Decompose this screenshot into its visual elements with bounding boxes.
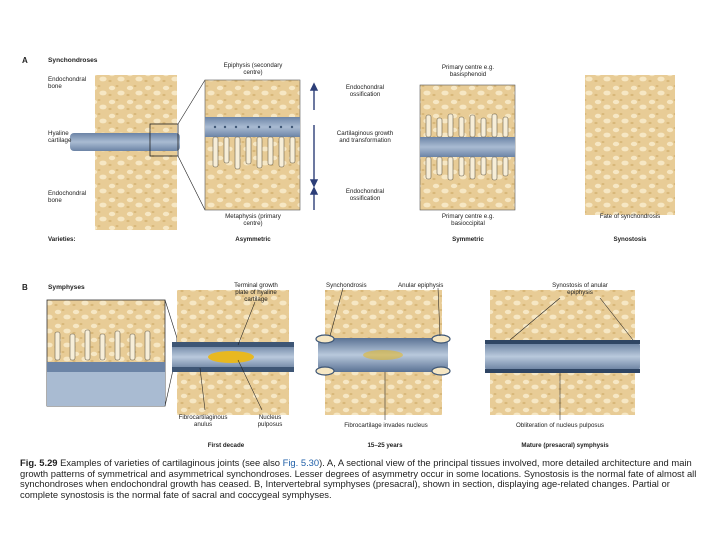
terminal-growth-plate-label: Terminal growth plate of hyaline cartila… [234, 282, 278, 303]
figure-caption: Fig. 5.29 Examples of varieties of carti… [20, 457, 710, 500]
symphyses-heading: Symphyses [48, 284, 85, 291]
hyaline-cartilage-label: Hyaline cartilage [48, 130, 72, 144]
ossification-top-label: Endochondral ossification [345, 84, 385, 98]
caption-text-1: Examples of varieties of cartilaginous j… [57, 457, 283, 468]
epiphysis-label: Epiphysis (secondary centre) [223, 62, 283, 76]
endochondral-bone-bottom-label: Endochondral bone [48, 190, 87, 204]
leader-lines [199, 287, 634, 420]
metaphysis-label: Metaphysis (primary centre) [225, 213, 281, 227]
stage-mature: Mature (presacral) symphysis [521, 442, 609, 449]
growth-arrows [309, 82, 319, 210]
growth-plate-magnified [46, 299, 192, 407]
symphysis-15-25-years [315, 290, 451, 415]
variety-synostosis: Synostosis [613, 236, 647, 243]
synchondrosis-label: Synchondrosis [326, 282, 367, 289]
asymmetric-synchondrosis [204, 79, 301, 211]
nucleus-pulposus-label: Nucleus pulposus [257, 414, 283, 428]
panel-letter-a: A [22, 56, 28, 65]
caption-text-2: ). A, A sectional view of the principal … [20, 457, 697, 500]
symphysis-mature [485, 290, 640, 415]
endochondral-bone-top-label: Endochondral bone [48, 76, 87, 90]
fibrocartilage-invades-label: Fibrocartilage invades nucleus [344, 422, 428, 429]
synostosis-bone [585, 75, 675, 215]
stage-first-decade: First decade [207, 442, 245, 449]
panel-letter-b: B [22, 283, 28, 292]
ossification-bottom-label: Endochondral ossification [345, 188, 385, 202]
symphysis-first-decade [172, 290, 294, 415]
primary-centre-top-label: Primary centre e.g. basisphenoid [441, 64, 495, 78]
variety-asymmetric: Asymmetric [235, 236, 271, 243]
fate-of-synchondrosis-label: Fate of synchondrosis [599, 213, 661, 220]
figure-number: Fig. 5.29 [20, 457, 58, 468]
anular-epiphysis-label: Anular epiphysis [398, 282, 444, 289]
symmetric-synchondrosis [419, 84, 516, 211]
varieties-label: Varieties: [48, 236, 76, 243]
stage-15-25-years: 15–25 years [367, 442, 403, 449]
synostosis-anular-label: Synostosis of anular epiphysis [552, 282, 608, 296]
variety-symmetric: Symmetric [452, 236, 484, 243]
figure-reference-link[interactable]: Fig. 5.30 [282, 457, 320, 468]
fibrocartilaginous-anulus-label: Fibrocartilaginous anulus [178, 414, 228, 428]
obliteration-label: Obliteration of nucleus pulposus [515, 422, 605, 429]
synchondroses-heading: Synchondroses [48, 57, 98, 64]
primary-centre-bottom-label: Primary centre e.g. basioccipital [441, 213, 495, 227]
synchondrosis-overview-bone [70, 75, 206, 230]
cartilaginous-growth-label: Cartilaginous growth and transformation [336, 130, 394, 144]
